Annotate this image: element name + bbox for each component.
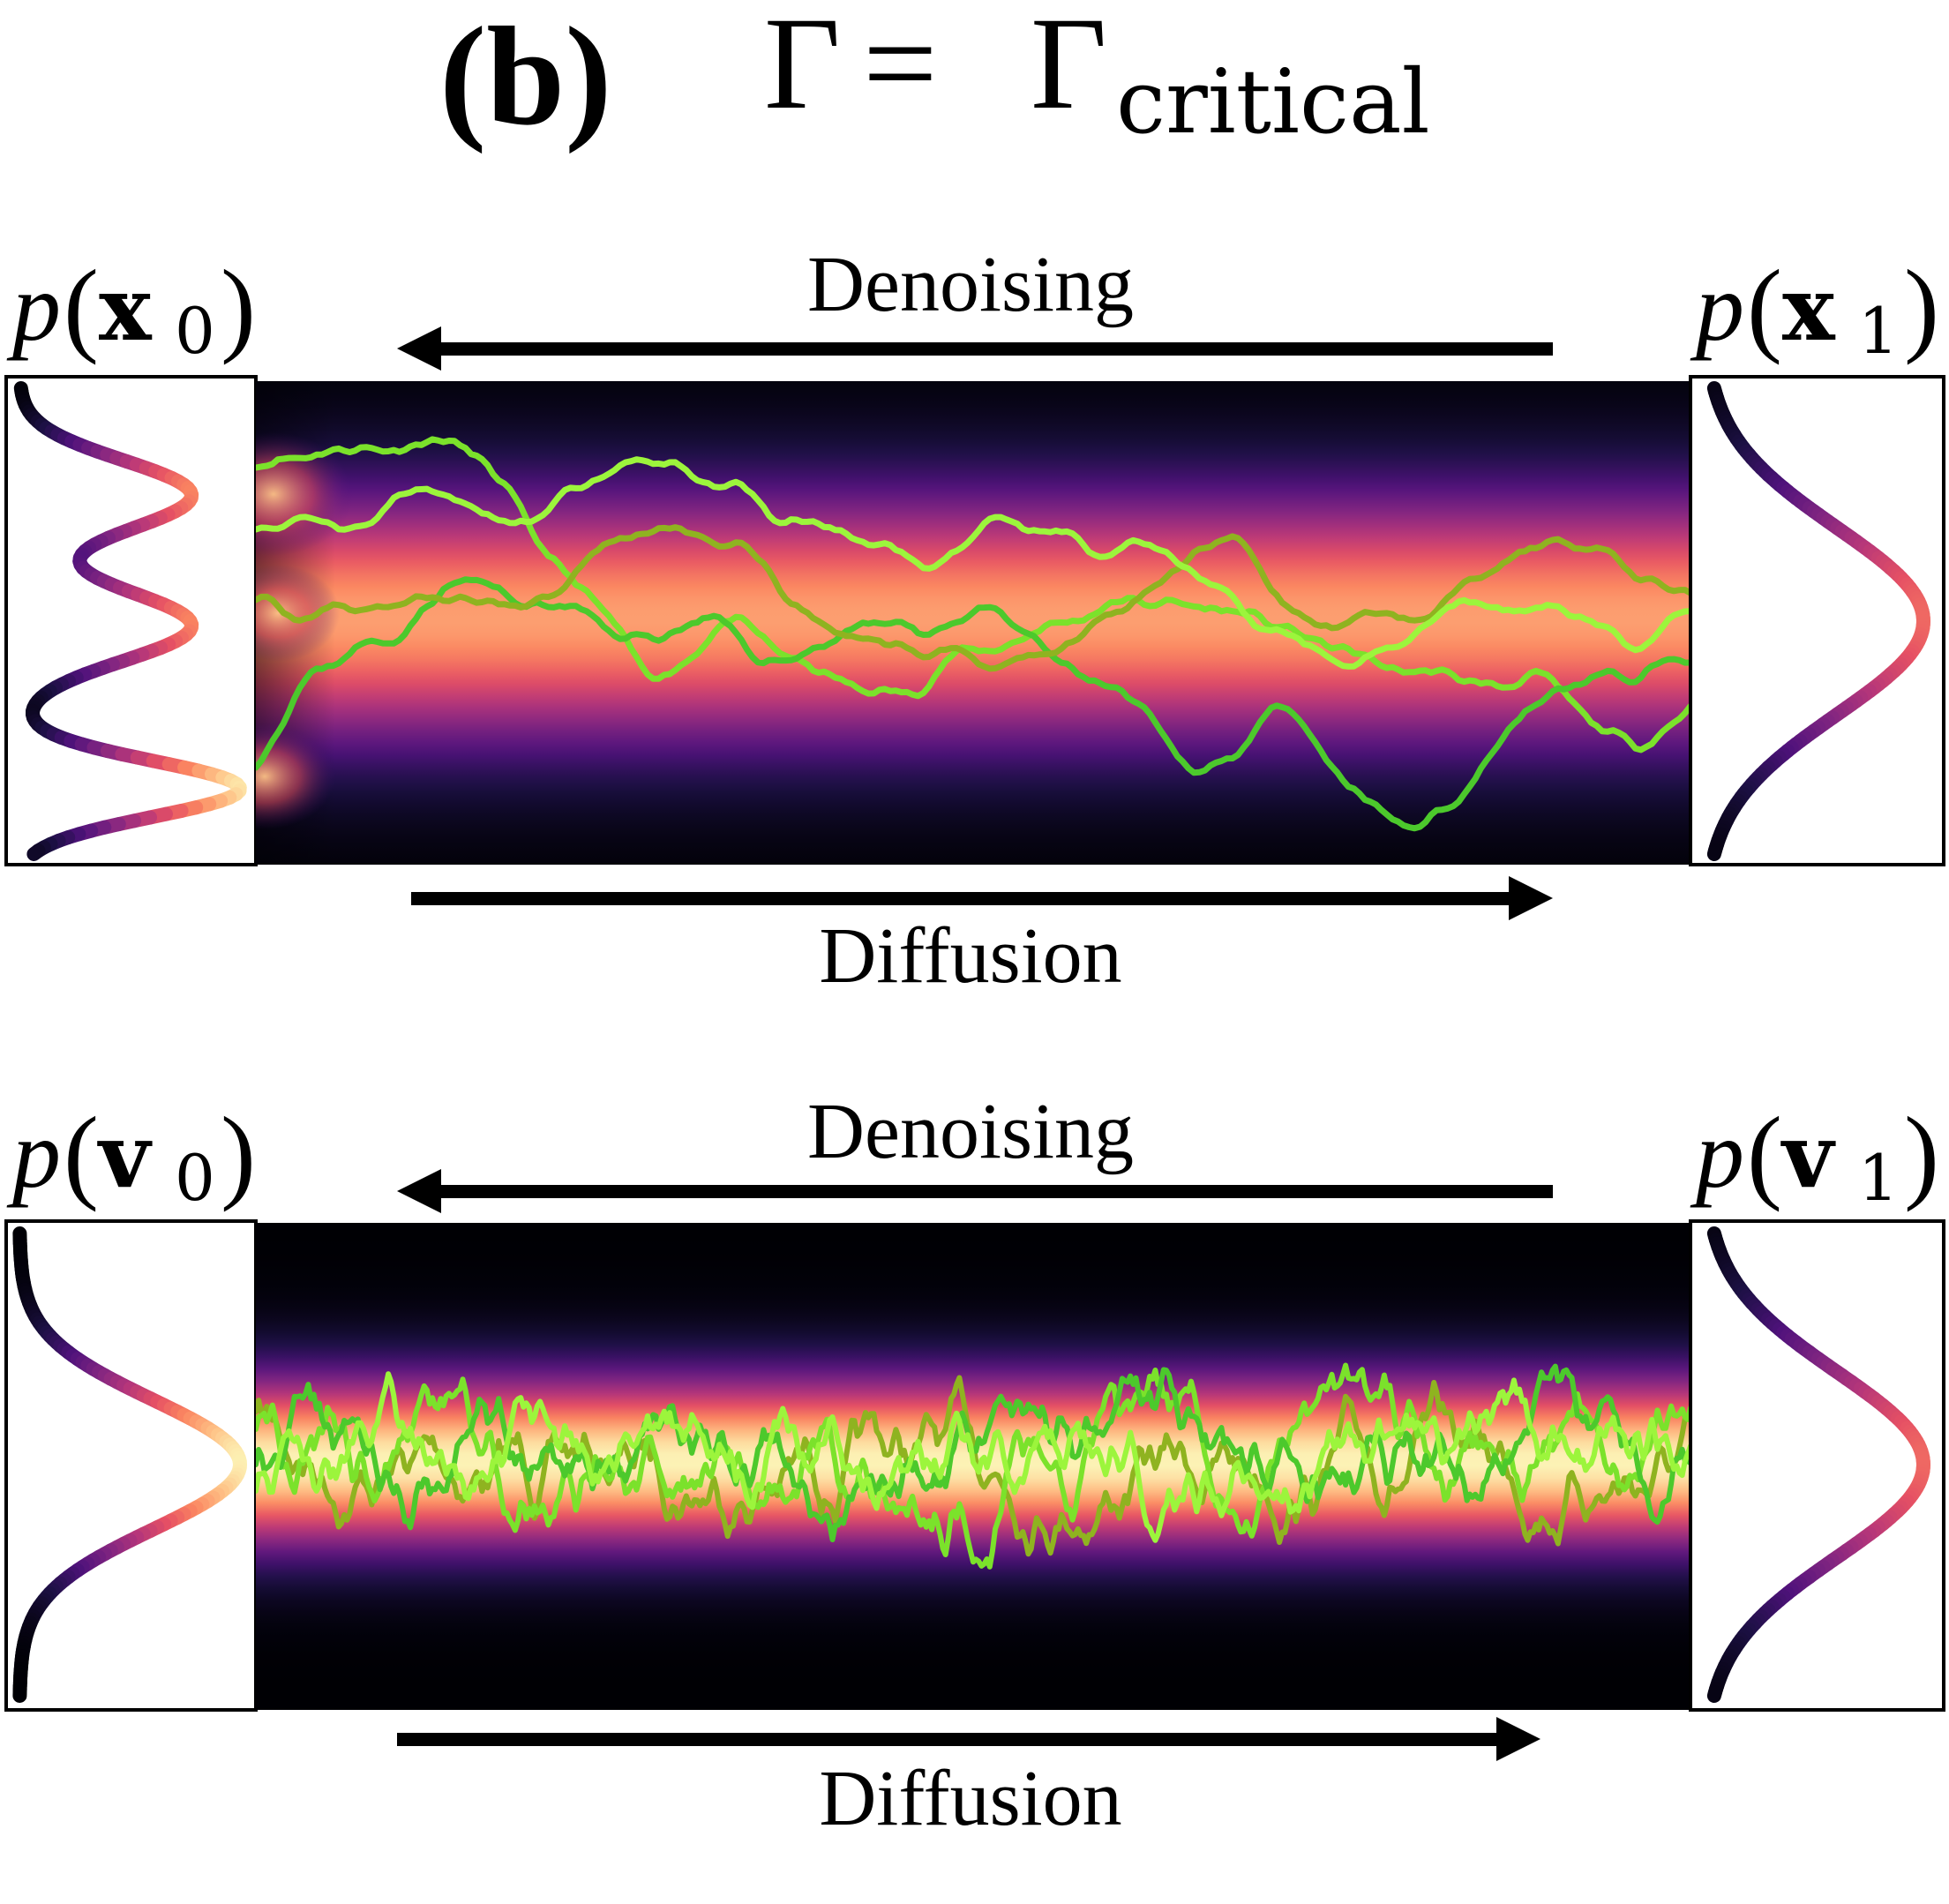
diffusion-label: Diffusion bbox=[819, 1755, 1121, 1842]
dist-var: x bbox=[99, 257, 153, 361]
left-density-box bbox=[4, 1219, 258, 1712]
gamma-subscript: critical bbox=[1116, 50, 1430, 154]
open-paren: ( bbox=[1747, 1095, 1782, 1212]
right-distribution-label: p ( v 1 ) bbox=[1690, 1095, 1939, 1215]
close-paren: ) bbox=[1904, 1095, 1939, 1212]
right-density-box bbox=[1689, 1219, 1945, 1712]
equals-sign: = bbox=[863, 0, 938, 137]
open-paren: ( bbox=[1747, 248, 1782, 365]
velocity-trajectories bbox=[256, 1362, 1690, 1570]
density-heatmap bbox=[256, 1223, 1690, 1710]
gaussian-density-curve bbox=[1706, 381, 1930, 861]
close-paren: ) bbox=[1904, 248, 1939, 365]
dist-sub: 1 bbox=[1858, 294, 1899, 368]
gaussian-density-curve bbox=[1706, 1226, 1930, 1703]
figure-title: (b) Γ = Γ critical bbox=[439, 0, 1430, 154]
denoising-label: Denoising bbox=[807, 241, 1134, 328]
open-paren: ( bbox=[64, 1095, 99, 1212]
dist-var: v bbox=[1780, 1104, 1836, 1208]
close-paren: ) bbox=[221, 248, 256, 365]
dist-func: p bbox=[1690, 1100, 1744, 1208]
dist-func: p bbox=[1690, 253, 1744, 361]
dist-func: p bbox=[6, 1100, 61, 1208]
diffusion-arrow bbox=[411, 876, 1553, 920]
open-paren: ( bbox=[64, 248, 99, 365]
dist-var: v bbox=[97, 1104, 153, 1208]
diffusion-arrow bbox=[397, 1717, 1540, 1761]
denoising-label: Denoising bbox=[807, 1088, 1134, 1175]
gamma-symbol: Γ bbox=[764, 0, 841, 137]
right-density-box bbox=[1689, 375, 1945, 866]
dist-sub: 1 bbox=[1858, 1141, 1899, 1215]
left-distribution-label: p ( v 0 ) bbox=[6, 1095, 256, 1215]
density-heatmap bbox=[256, 381, 1690, 865]
diffusion-label: Diffusion bbox=[819, 912, 1121, 1000]
velocity-panel: Denoising p ( v 0 ) p ( v 1 ) bbox=[4, 1088, 1945, 1842]
dist-sub: 0 bbox=[175, 1141, 215, 1215]
gamma-critical-symbol: Γ bbox=[1031, 0, 1107, 137]
right-distribution-label: p ( x 1 ) bbox=[1690, 248, 1939, 368]
left-distribution-label: p ( x 0 ) bbox=[6, 248, 256, 368]
close-paren: ) bbox=[221, 1095, 256, 1212]
dist-var: x bbox=[1782, 257, 1836, 361]
gaussian-density-curve bbox=[12, 1226, 247, 1703]
dist-sub: 0 bbox=[175, 294, 215, 368]
position-trajectories bbox=[256, 436, 1690, 832]
left-density-box bbox=[4, 375, 258, 866]
denoising-arrow bbox=[397, 326, 1553, 371]
position-panel: Denoising p ( x 0 ) p ( x 1 ) bbox=[4, 241, 1945, 1000]
panel-label: (b) bbox=[439, 0, 612, 154]
denoising-arrow bbox=[397, 1169, 1553, 1213]
dist-func: p bbox=[6, 253, 61, 361]
multimodal-density-curve bbox=[13, 381, 247, 861]
